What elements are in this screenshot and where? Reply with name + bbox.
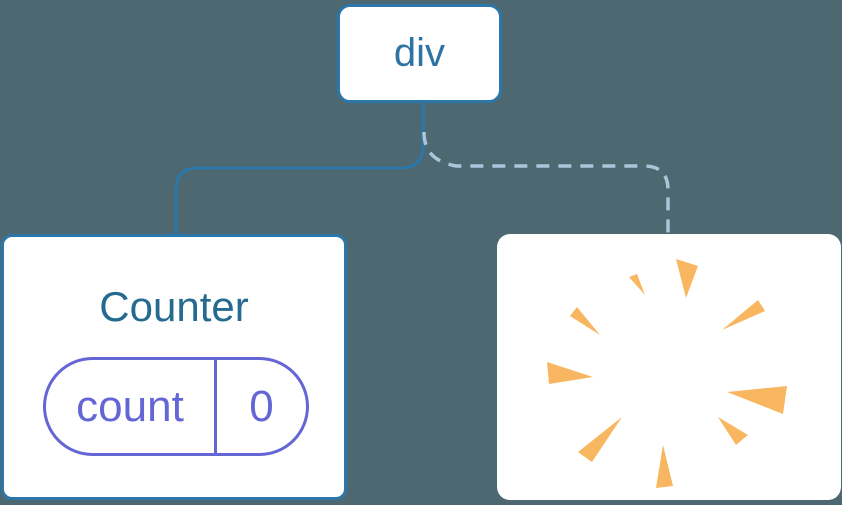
spark-shape — [547, 362, 593, 384]
spark-shape — [570, 307, 600, 335]
removed-component-card — [497, 234, 841, 500]
spark-shape — [656, 445, 673, 488]
spark-shape — [629, 274, 645, 295]
state-key-label: count — [76, 381, 184, 431]
solid-connector-line — [174, 101, 425, 238]
spark-shape — [718, 417, 748, 445]
spark-shape — [722, 300, 765, 330]
spark-shape — [578, 417, 622, 462]
state-pill-divider — [214, 360, 217, 453]
dashed-connector-line — [422, 131, 670, 234]
dom-node-div: div — [337, 4, 502, 103]
spark-shape — [676, 259, 698, 298]
counter-component-card: Counter count 0 — [1, 234, 347, 500]
state-value-label: 0 — [249, 381, 274, 431]
spark-shape — [727, 386, 787, 414]
state-pill: count 0 — [43, 357, 309, 456]
component-title: Counter — [99, 283, 249, 330]
dom-node-div-label: div — [393, 31, 446, 75]
poof-icon — [547, 259, 787, 488]
